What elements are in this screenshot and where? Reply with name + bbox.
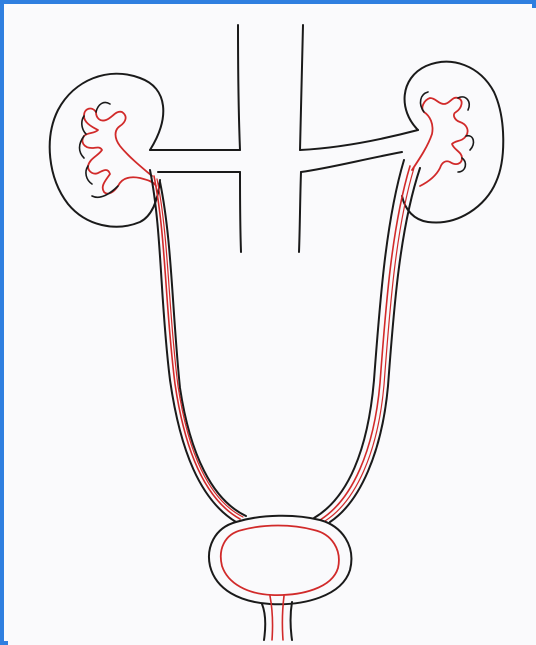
bladder-outer-wall (209, 516, 351, 605)
right-ureter (314, 160, 420, 522)
right-vessel-upper-line (300, 25, 303, 150)
left-renal-pelvis (80, 102, 157, 197)
right-kidney-outline (402, 62, 503, 223)
right-vessel-lower-line (299, 172, 301, 252)
bladder-inner-wall (221, 526, 339, 596)
left-vessel-lower-line (240, 172, 241, 252)
central-vessels (150, 25, 418, 252)
left-vessel-upper-line (238, 25, 240, 150)
urinary-bladder (209, 516, 351, 605)
right-renal-pelvis (412, 92, 473, 186)
left-kidney-outline (50, 74, 164, 227)
urethra (262, 596, 292, 640)
right-renal-vessel-lower (301, 152, 402, 172)
right-renal-vessel-upper (300, 130, 418, 150)
left-ureter (150, 170, 246, 522)
